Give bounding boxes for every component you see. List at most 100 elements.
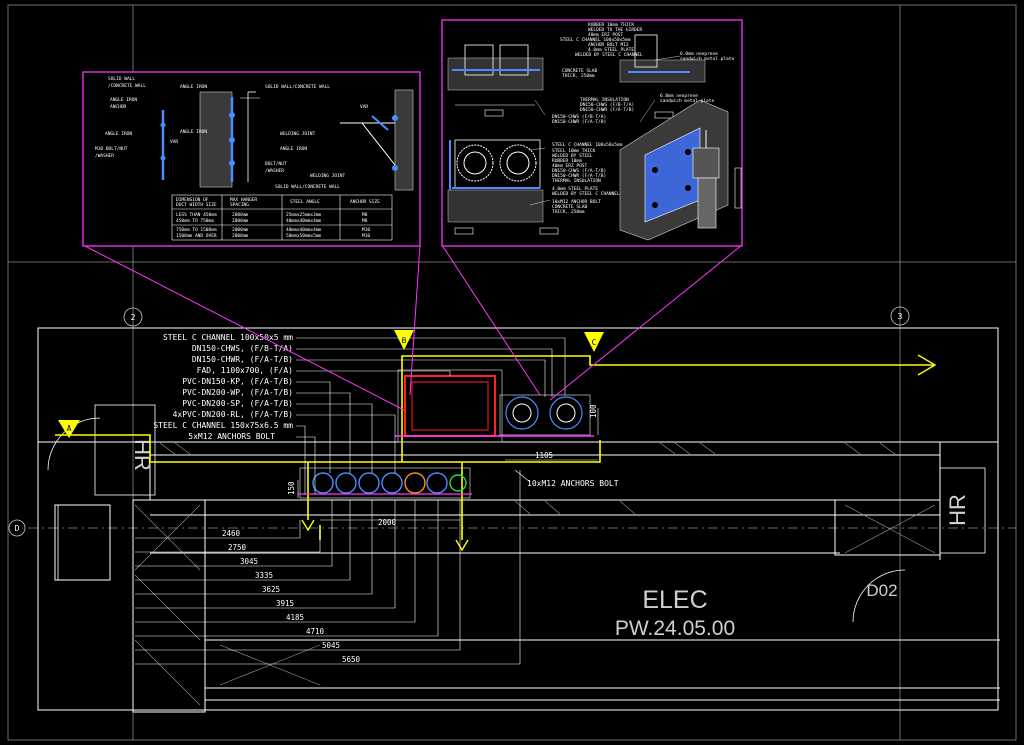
dl-table-r2c4b: M10 xyxy=(362,233,370,239)
dim-4710: 4710 xyxy=(306,627,325,636)
dl-angle-iron-anchor-1: ANGLE IRON xyxy=(110,97,137,103)
dl-table-r1c2a: 2000mm xyxy=(232,212,249,218)
anchor-right-leader xyxy=(514,469,531,483)
dr-steel-plate-1: 4.0mm STEEL PLATE xyxy=(552,186,598,192)
detail-left-callout: SOLID WALL /CONCRETE WALL ANGLE IRON ANC… xyxy=(82,71,421,247)
grid-marker-col-2-label: 2 xyxy=(131,313,136,322)
dim-3625: 3625 xyxy=(262,585,280,594)
dl-table-r2c4a: M10 xyxy=(362,227,370,233)
service-label-2: DN150-CHWS, (F/B-T/A) xyxy=(192,344,293,353)
dim-5045: 5045 xyxy=(322,641,340,650)
section-marker-b: B xyxy=(394,330,414,350)
hr-left-label: HR xyxy=(130,439,155,471)
service-label-4: FAD, 1100x700, (F/A) xyxy=(197,366,293,375)
dl-var-2: VAR xyxy=(360,104,368,110)
dr-anchor-bolt-2: CONCRETE SLAB xyxy=(552,204,588,210)
dr-notes-mid-2: WELDED BY STEEL xyxy=(552,153,593,159)
dl-welding-joint-1: WELDING JOINT xyxy=(280,131,316,137)
dl-solid-wall-top: SOLID WALL/CONCRETE WALL xyxy=(265,84,330,90)
fad-duct-inner xyxy=(411,381,489,431)
service-label-5: PVC-DN150-KP, (F/A-T/B) xyxy=(182,377,293,386)
dl-angle-iron-left: ANGLE IRON xyxy=(105,131,132,137)
dl-angle-iron-anchor-2: ANCHOR xyxy=(110,104,127,110)
service-label-9: STEEL C CHANNEL 150x75x6.5 mm xyxy=(153,421,293,430)
service-label-8: 4xPVC-DN200-RL, (F/A-T/B) xyxy=(173,410,293,419)
grid-marker-col-3: 3 xyxy=(890,306,910,326)
service-label-1: STEEL C CHANNEL 100x50x5 mm xyxy=(163,333,293,342)
service-label-3: DN150-CHWR, (F/A-T/B) xyxy=(192,355,293,364)
dim-100: 100 xyxy=(589,404,598,418)
dim-150: 150 xyxy=(287,481,296,495)
dr-plate-top-1: 6.0mm neoprene xyxy=(680,51,718,57)
dl-bolt-nut-washer-2: /WASHER xyxy=(265,168,284,174)
pvc-pipe-row xyxy=(298,467,472,499)
dl-angle-iron-right: ANGLE IRON xyxy=(280,146,307,152)
dr-chws-chwr-top-1: DN150-CHWS (F/B-T/A) xyxy=(580,102,634,108)
dl-hanger-table: DIMENSION OF DUCT WIDTH SIZE MAX HANGER … xyxy=(171,194,393,241)
dl-welding-joint-2: WELDING JOINT xyxy=(310,173,346,179)
dl-table-r2c2a: 2000mm xyxy=(232,227,249,233)
dr-anchor-bolt-3: THICK, 250mm xyxy=(552,209,585,215)
dr-notes-top-7: WELDED BY STEEL C CHANNEL xyxy=(575,52,643,58)
dl-table-header-2a: MAX HANGER xyxy=(230,197,257,203)
wall-hatching xyxy=(134,442,936,706)
dl-var-1: VAR xyxy=(170,139,178,145)
dr-chws-chwr-top-2: DN150-CHWR (F/A-T/B) xyxy=(580,107,634,113)
grid-marker-col-3-label: 3 xyxy=(898,312,903,321)
dr-notes-mid-6: DN150-CHWR (F/A-T/B) xyxy=(552,173,606,179)
service-label-10: 5xM12 ANCHORS BOLT xyxy=(188,432,275,441)
dr-notes-top-2: WELDED TO THE GIRDER xyxy=(588,27,642,33)
dim-2460: 2460 xyxy=(222,529,241,538)
dr-notes-mid-5: DN150-CHWS (F/A-T/B) xyxy=(552,168,606,174)
hr-right-label: HR xyxy=(945,494,970,526)
dl-bolt-nut-washer-1: BOLT/NUT xyxy=(265,161,287,167)
dl-table-r1c2b: 2000mm xyxy=(232,218,249,224)
service-route-lines xyxy=(55,355,935,540)
dr-concrete-slab-1: CONCRETE SLAB xyxy=(562,68,598,74)
section-marker-a: A xyxy=(58,420,80,438)
column-block-left xyxy=(57,504,111,581)
dimension-lines xyxy=(135,408,599,665)
dr-plate-bottom-2: sandwich metal plate xyxy=(660,98,714,104)
dl-table-r2c2b: 2000mm xyxy=(232,233,249,239)
dr-thermal-insulation: THERMAL INSULATION xyxy=(580,97,629,103)
dl-table-header-2b: SPACING xyxy=(230,202,249,208)
dl-table-r2c3a: 40mmx40mmx4mm xyxy=(286,227,322,233)
dl-table-r1c4a: M8 xyxy=(362,212,368,218)
dr-steel-c-channel: STEEL C CHANNEL 100x50x5mm xyxy=(552,142,623,148)
detail-right-callout: RUBBER 10mm THICK WELDED TO THE GIRDER 4… xyxy=(441,19,743,247)
dl-solid-wall-bottom: SOLID WALL/CONCRETE WALL xyxy=(275,184,340,190)
service-label-leaders xyxy=(296,337,566,494)
door-tag: D02 xyxy=(866,581,897,600)
dr-notes-top-1: RUBBER 10mm THICK xyxy=(588,22,634,28)
dl-m10-bolt-1: M10 BOLT/NUT xyxy=(95,146,128,152)
fad-duct-frame xyxy=(397,369,503,443)
dr-notes-top-5: ANCHOR BOLT M12 xyxy=(588,42,629,48)
dr-chws-chwr-mid-2: DN150-CHWR (F/A-T/B) xyxy=(552,119,606,125)
dr-notes-mid-7: THERMAL INSULATION xyxy=(552,178,601,184)
dim-2750: 2750 xyxy=(228,543,247,552)
dr-notes-top-6: 4.0mm STEEL PLATE xyxy=(588,47,634,53)
dr-steel-plate-2: WELDED BY STEEL C CHANNEL xyxy=(552,191,620,197)
section-marker-c-label: C xyxy=(592,338,597,347)
dim-4185: 4185 xyxy=(286,613,304,622)
dim-1105: 1105 xyxy=(535,451,553,460)
room-code: PW.24.05.00 xyxy=(615,617,735,640)
dim-3045: 3045 xyxy=(240,557,258,566)
grid-marker-col-2: 2 xyxy=(123,307,143,327)
dr-anchor-bolt-1: 10xM12 ANCHOR BOLT xyxy=(552,199,601,205)
dl-table-r2c1a: 750mm TO 1500mm xyxy=(176,227,217,233)
section-marker-a-label: A xyxy=(67,424,72,433)
dim-2000: 2000 xyxy=(378,518,397,527)
dl-angle-iron-mid: ANGLE IRON xyxy=(180,129,207,135)
dl-table-r1c3b: 40mmx40mmx4mm xyxy=(286,218,322,224)
route-arrow-down-2 xyxy=(455,539,469,552)
dl-table-header-1a: DIMENSION OF xyxy=(176,197,209,203)
dl-table-header-4: ANCHOR SIZE xyxy=(350,199,380,205)
dl-solid-wall-left-1: SOLID WALL xyxy=(108,76,135,82)
hr-left-box xyxy=(94,404,156,496)
section-marker-c: C xyxy=(584,332,604,352)
route-arrow-right xyxy=(917,354,937,376)
dl-angle-iron-mid-top: ANGLE IRON xyxy=(180,84,207,90)
